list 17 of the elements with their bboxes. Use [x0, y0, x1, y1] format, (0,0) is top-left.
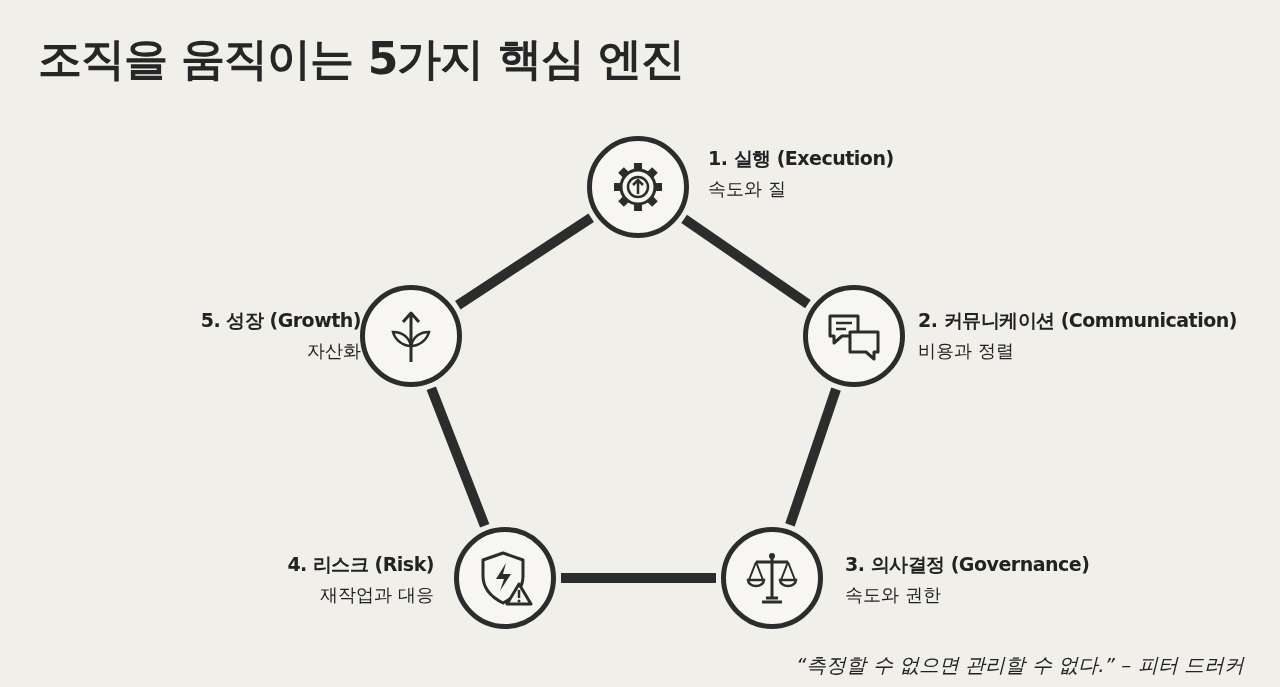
- title: 조직을 움직이는 5가지 핵심 엔진: [38, 32, 684, 86]
- engine-subtitle: 속도와 질: [708, 177, 786, 201]
- engine-heading: 2. 커뮤니케이션 (Communication): [918, 308, 1237, 333]
- connector-line: [561, 573, 716, 583]
- engine-heading: 3. 의사결정 (Governance): [845, 552, 1090, 577]
- engine-subtitle: 재작업과 대응: [320, 583, 434, 607]
- engine-subtitle: 자산화: [307, 339, 361, 363]
- connector-line: [681, 214, 811, 309]
- connector-line: [426, 386, 490, 528]
- connector-line: [455, 213, 594, 310]
- engine-subtitle: 속도와 권한: [845, 583, 941, 607]
- engine-heading: 5. 성장 (Growth): [200, 308, 361, 333]
- engine-heading: 4. 리스크 (Risk): [287, 552, 434, 577]
- engine-subtitle: 비용과 정렬: [918, 339, 1014, 363]
- engine-heading: 1. 실행 (Execution): [708, 146, 894, 171]
- quote-caption: “측정할 수 없으면 관리할 수 없다.” – 피터 드러커: [796, 652, 1244, 679]
- connector-line: [785, 387, 841, 527]
